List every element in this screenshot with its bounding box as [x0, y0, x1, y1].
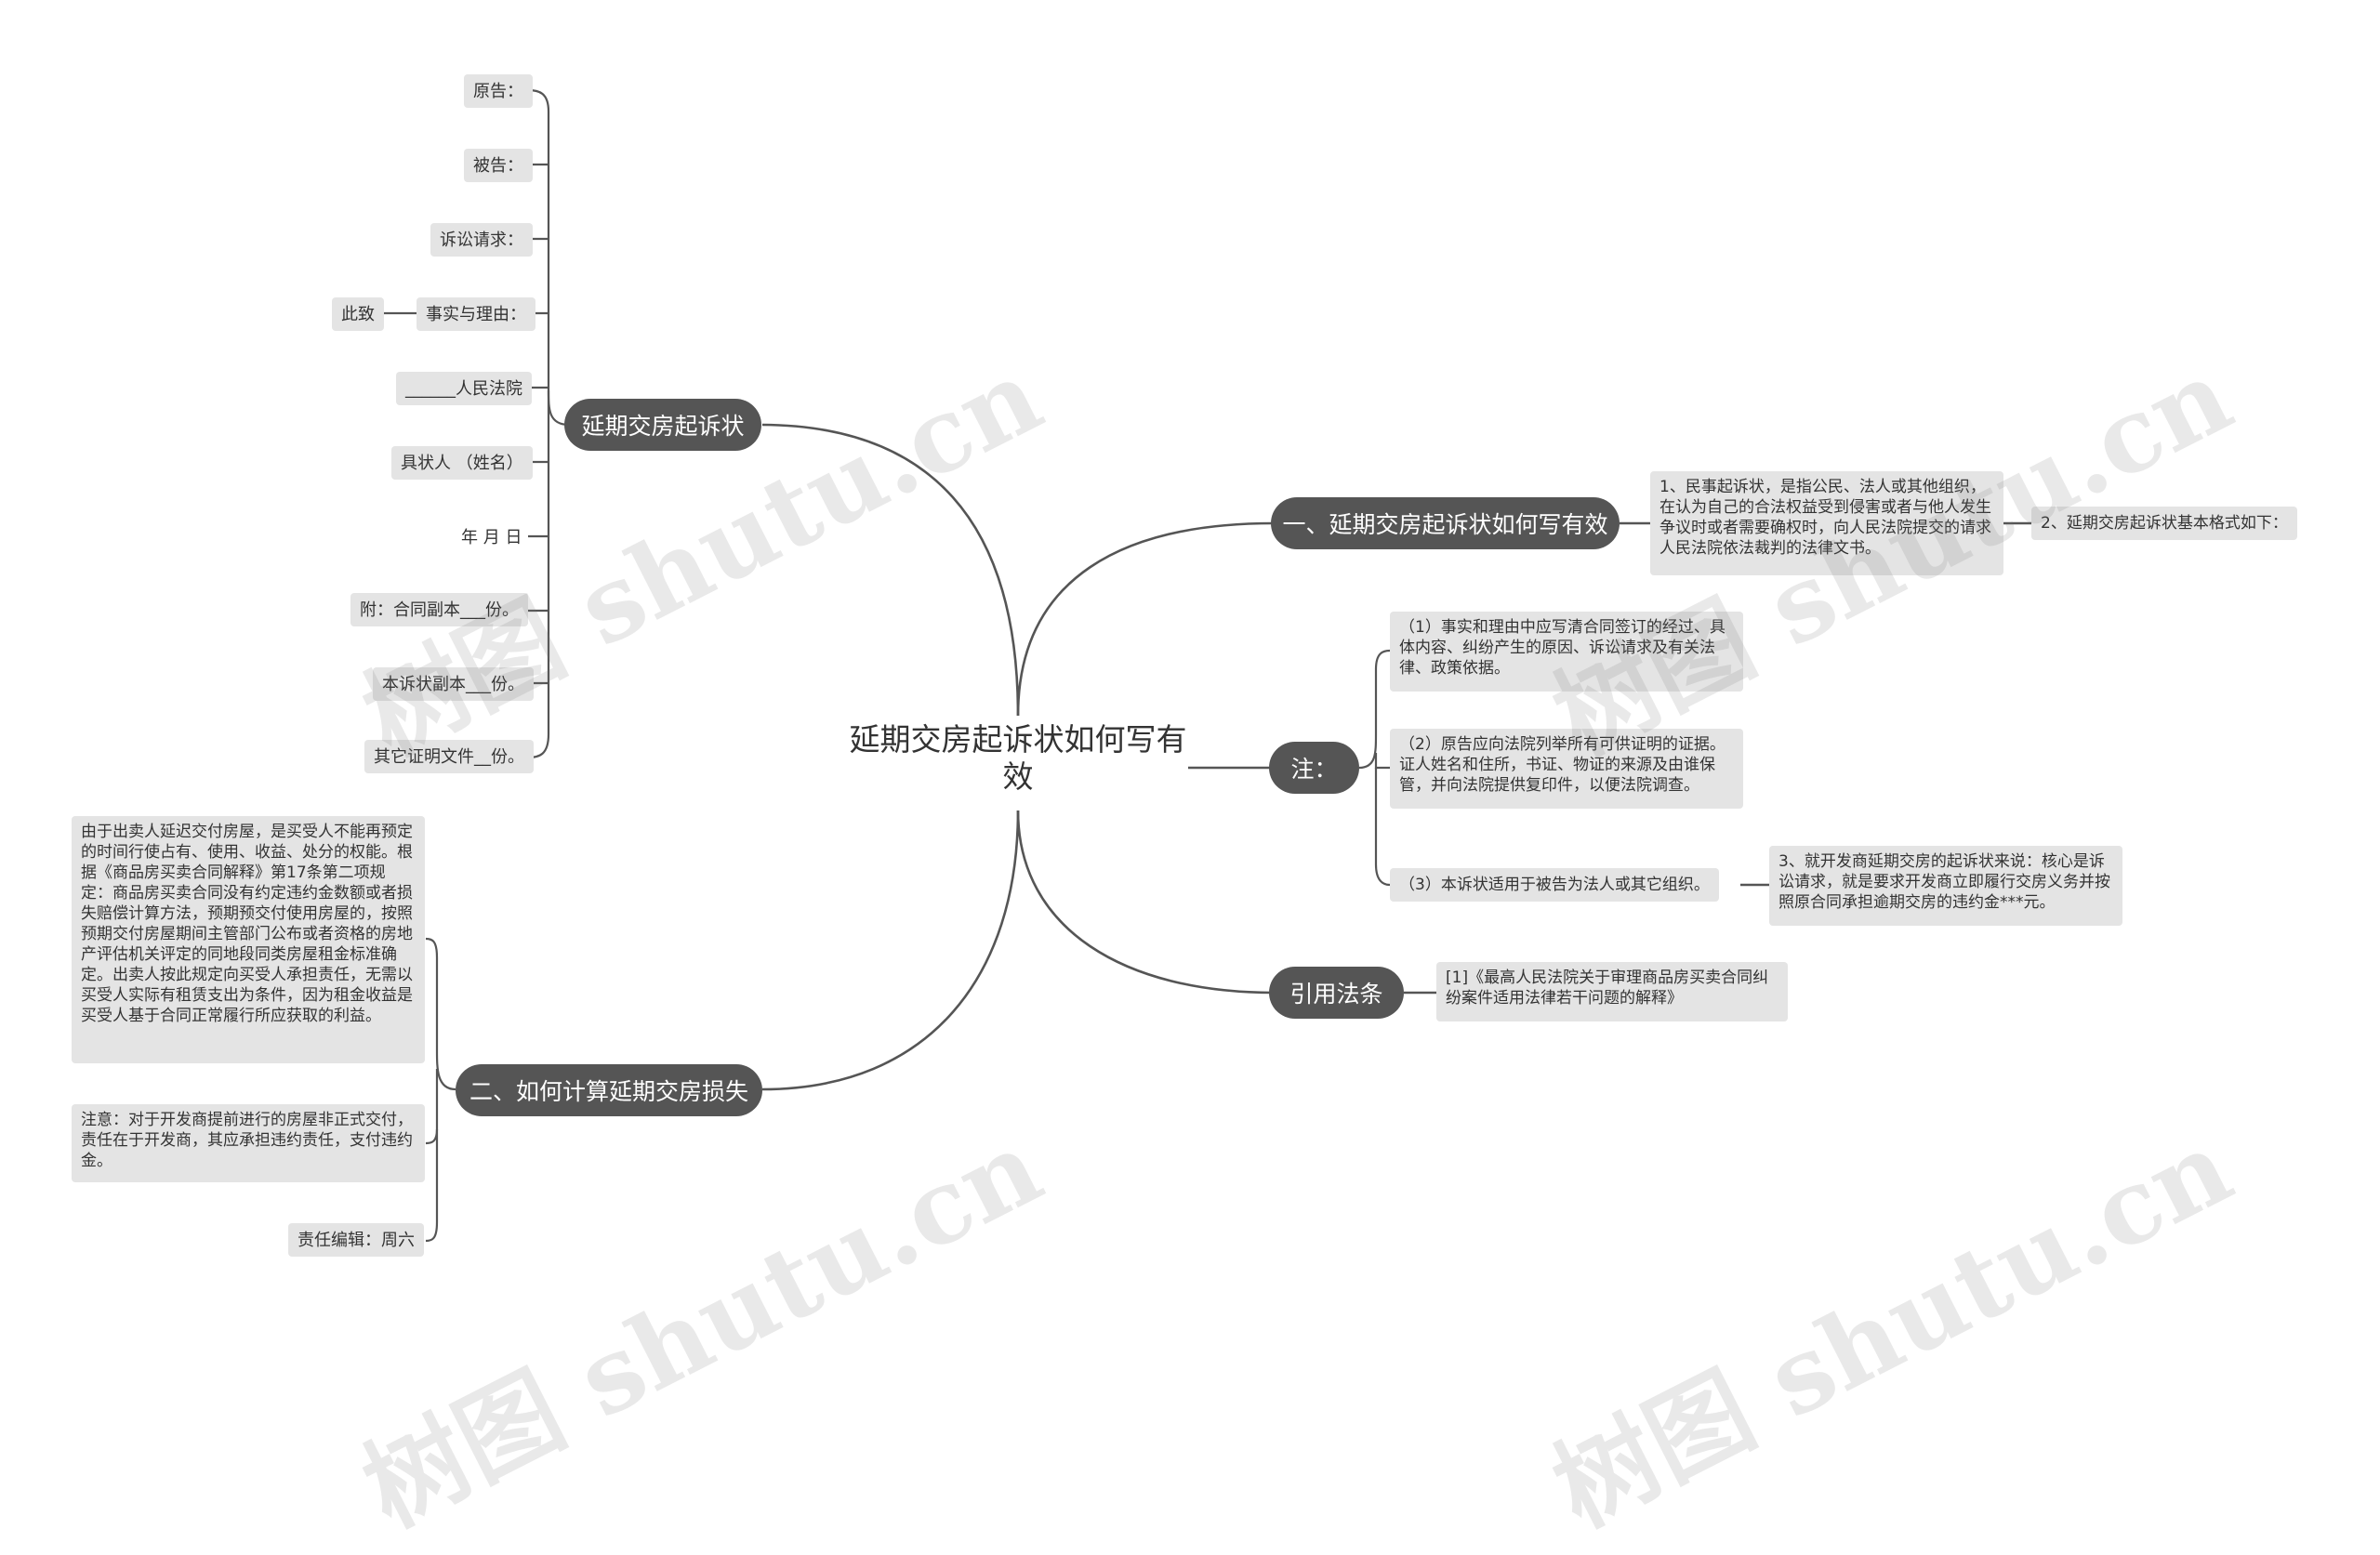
- branch-calc-loss[interactable]: 二、如何计算延期交房损失: [456, 1064, 762, 1116]
- branch-complaint-format[interactable]: 延期交房起诉状: [564, 399, 761, 451]
- leaf-contract-copy: 附：合同副本___份。: [350, 593, 528, 626]
- leaf-signer: 具状人 （姓名）: [391, 446, 533, 480]
- leaf-editor: 责任编辑：周六: [288, 1223, 424, 1257]
- leaf-note-2: （2）原告应向法院列举所有可供证明的证据。证人姓名和住所，书证、物证的来源及由谁…: [1390, 729, 1743, 809]
- leaf-facts-reasons: 事实与理由：: [416, 297, 536, 331]
- leaf-defendant: 被告：: [464, 149, 533, 182]
- leaf-note-1: （1）事实和理由中应写清合同签订的经过、具体内容、纠纷产生的原因、诉讼请求及有关…: [1390, 612, 1743, 692]
- leaf-cizhi: 此致: [332, 297, 384, 331]
- leaf-plaintiff: 原告：: [464, 74, 533, 108]
- leaf-civil-complaint-def: 1、民事起诉状，是指公民、法人或其他组织，在认为自己的合法权益受到侵害或者与他人…: [1650, 471, 2003, 575]
- leaf-loss-explanation: 由于出卖人延迟交付房屋，是买受人不能再预定的时间行使占有、使用、收益、处分的权能…: [72, 816, 425, 1063]
- leaf-note-early-delivery: 注意：对于开发商提前进行的房屋非正式交付，责任在于开发商，其应承担违约责任，支付…: [72, 1104, 425, 1182]
- branch-cited-law[interactable]: 引用法条: [1269, 967, 1404, 1019]
- leaf-note-3: （3）本诉状适用于被告为法人或其它组织。: [1390, 868, 1719, 902]
- leaf-date: 年 月 日: [461, 527, 522, 547]
- leaf-claims: 诉讼请求：: [430, 223, 533, 257]
- mindmap-connectors: [383, 88, 2031, 1243]
- root-topic[interactable]: 延期交房起诉状如何写有效: [848, 718, 1188, 803]
- branch-how-to-write[interactable]: 一、延期交房起诉状如何写有效: [1271, 497, 1620, 549]
- leaf-complaint-copy: 本诉状副本___份。: [373, 667, 534, 701]
- leaf-court: ______人民法院: [396, 372, 532, 405]
- leaf-core-claim: 3、就开发商延期交房的起诉状来说：核心是诉讼请求，就是要求开发商立即履行交房义务…: [1769, 846, 2122, 926]
- branch-notes[interactable]: 注：: [1269, 742, 1359, 794]
- leaf-other-evidence: 其它证明文件__份。: [364, 740, 534, 773]
- leaf-cited-interpretation: [1]《最高人民法院关于审理商品房买卖合同纠纷案件适用法律若干问题的解释》: [1436, 962, 1788, 1021]
- leaf-basic-format: 2、延期交房起诉状基本格式如下：: [2031, 507, 2297, 540]
